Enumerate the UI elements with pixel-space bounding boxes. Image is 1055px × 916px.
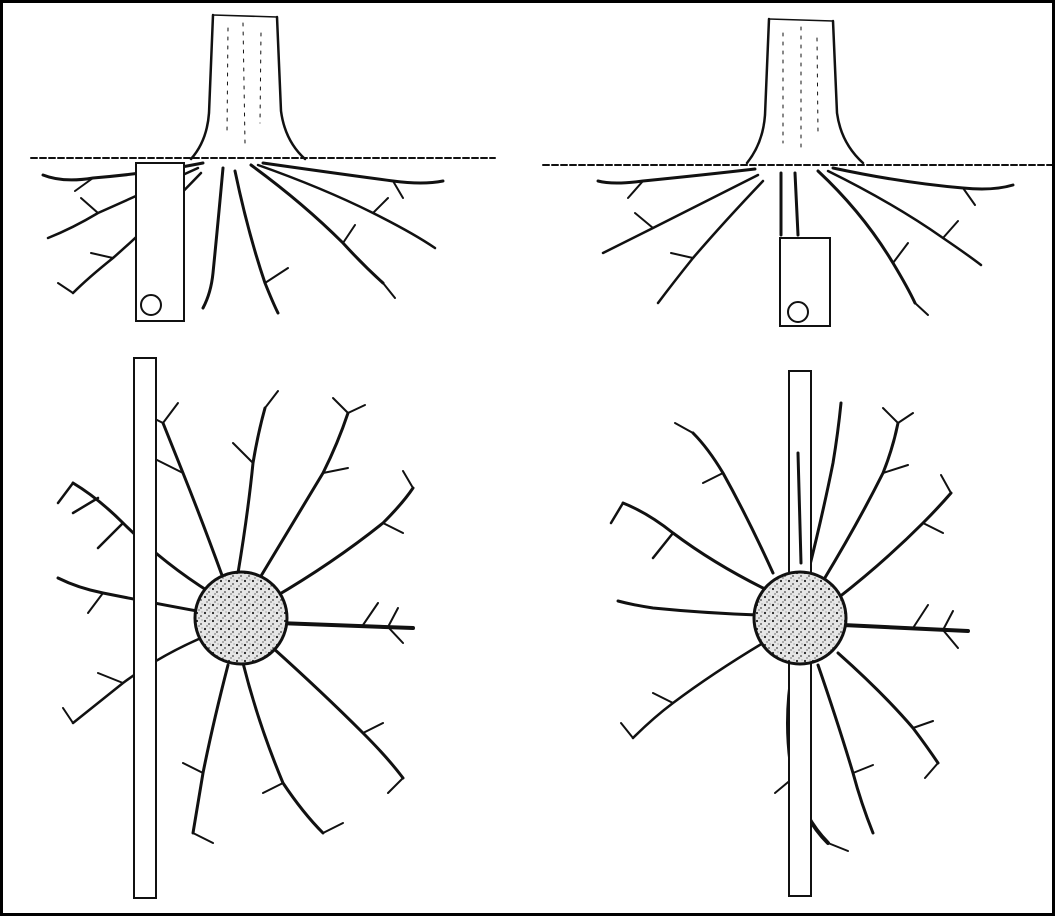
root-ball [195, 572, 287, 664]
tree-trunk [747, 19, 863, 163]
panel-side-view-left [31, 15, 495, 321]
panel-side-view-right [543, 19, 1052, 326]
root-ball [754, 572, 846, 664]
pipe-horizontal-view [134, 358, 156, 898]
pipe-vertical [136, 163, 184, 321]
pipe-vertical [780, 238, 830, 326]
root-pipe-diagram [3, 3, 1052, 913]
panel-plan-view-right [611, 371, 968, 896]
tree-trunk [191, 15, 305, 159]
panel-plan-view-left [58, 358, 413, 898]
root-system [43, 163, 443, 313]
